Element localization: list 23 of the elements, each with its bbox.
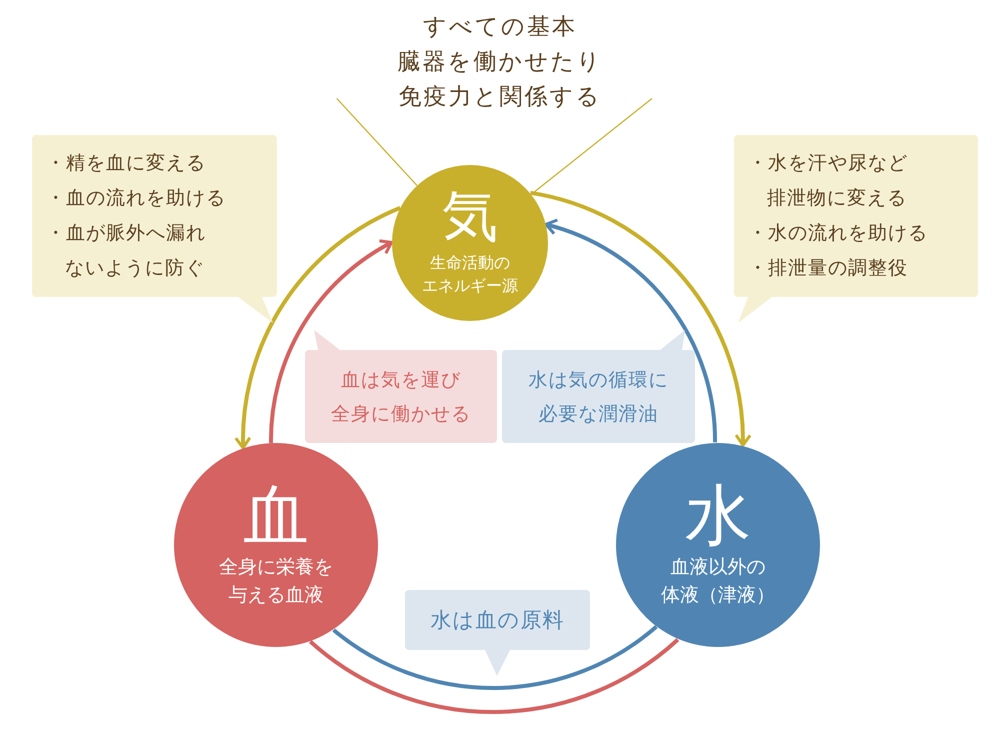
curved-arrow	[530, 190, 751, 447]
leader-line	[336, 98, 418, 186]
bubble-text: 水は血の原料	[430, 607, 564, 634]
bullet-item: ・血が脈外へ漏れないように防ぐ	[46, 221, 206, 281]
note-text: すべての基本臓器を働かせたり免疫力と関係する	[398, 13, 602, 112]
node-label: 全身に栄養を与える血液	[219, 555, 333, 608]
kanji-label: 気	[442, 188, 498, 248]
curved-arrow	[269, 240, 393, 444]
bullet-item: ・血の流れを助ける	[46, 186, 226, 211]
bubble-text: 血は気を運び全身に働かせる	[331, 368, 471, 426]
bullet-item: ・精を血に変える	[46, 151, 206, 176]
bubble-text: 水は気の循環に必要な潤滑油	[528, 368, 668, 426]
node-label: 生命活動のエネルギー源	[422, 252, 518, 298]
curved-line	[309, 638, 680, 714]
bullet-item: ・水の流れを助ける	[748, 221, 928, 246]
curved-line	[332, 625, 658, 690]
bullet-item: ・排泄量の調整役	[748, 256, 908, 281]
kanji-label: 血	[243, 480, 309, 550]
node-label: 血液以外の体液（津液）	[661, 555, 775, 608]
curved-arrow	[234, 206, 402, 450]
kanji-label: 水	[685, 480, 751, 550]
bullet-item: ・水を汗や尿など排泄物に変える	[748, 151, 908, 211]
curved-arrow	[544, 219, 717, 442]
